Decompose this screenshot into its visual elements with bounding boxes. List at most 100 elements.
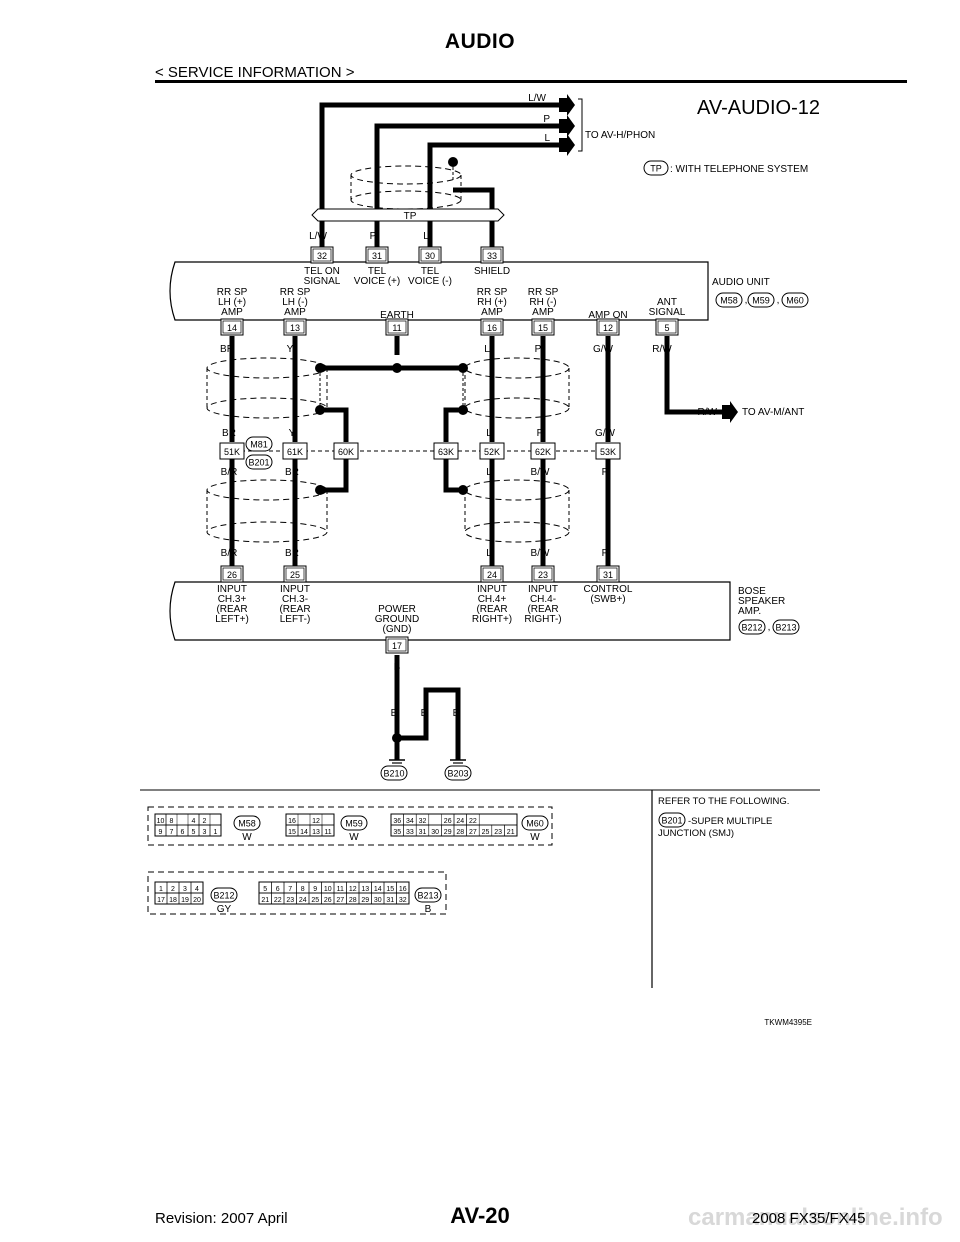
audio-upper-label1-30: TEL [421, 266, 440, 277]
conn-b213-row1-16: 16 [399, 886, 407, 893]
smj-up-wire-62K: P [537, 428, 544, 439]
conn-b212-row1-2: 2 [171, 886, 175, 893]
smj-down-wire-52K: L [486, 467, 492, 478]
conn-m58-cell [209, 824, 222, 837]
ground-pin-box [385, 636, 409, 654]
footer-model: 2008 FX35/FX45 [752, 1210, 866, 1227]
smj-down-wire-62K: B/W [531, 467, 550, 478]
shield-lower-right-bottom [464, 521, 570, 543]
amp-label4-24: RIGHT+) [472, 614, 512, 625]
audio-lower-label1-12: AMP ON [588, 310, 627, 321]
ground-b203-badge-badge [444, 765, 472, 781]
diagram-code: TKWM4395E [764, 1018, 812, 1027]
conn-m60-row2-27: 27 [469, 829, 477, 836]
conn-b213-row2-28: 28 [349, 897, 357, 904]
amp-wire-label-24: L [486, 548, 492, 559]
amp-label2-24: CH.4+ [478, 594, 507, 605]
audio-upper-pin-30-inner [420, 248, 440, 262]
conn-m59-row2-15: 15 [288, 829, 296, 836]
comma-2: , [777, 295, 780, 306]
conn-b212-row1-1: 1 [159, 886, 163, 893]
audio-unit-label: AUDIO UNIT [712, 277, 770, 288]
smj-up-wire-52K: L [486, 428, 492, 439]
page-title: AUDIO [444, 30, 516, 53]
amp-wire-label-31: P [602, 548, 609, 559]
shield-upper-left-top [206, 357, 328, 379]
amp-label3-24: (REAR [476, 604, 507, 615]
conn-b213-row2-23: 23 [286, 897, 294, 904]
smj-pin-60K: 60K [338, 447, 354, 457]
audio-upper-label1-31: TEL [368, 266, 387, 277]
amp-label2-26: CH.3+ [218, 594, 247, 605]
conn-b212-row2-17: 17 [157, 897, 165, 904]
audio-lower-label2-5: SIGNAL [649, 307, 686, 318]
amp-label-bose: BOSE [738, 586, 766, 597]
audio-lower-wire-16: L [484, 344, 490, 355]
audio-conn-m58-badge-text: M58 [720, 296, 738, 306]
audio-lower-label1-13: RR SP [280, 287, 311, 298]
amp-label1-23: INPUT [528, 584, 558, 595]
ground-b210-badge-badge-text: B210 [383, 769, 404, 779]
audio-upper-pin-32-number: 32 [317, 251, 327, 261]
arrow-p [559, 115, 575, 137]
audio-lower-pin-11-box [385, 318, 409, 336]
audio-conn-m59-badge [747, 292, 775, 308]
conn-b213-row1-6: 6 [276, 886, 280, 893]
audio-lower-label2-13: LH (-) [282, 297, 308, 308]
ant-wire [664, 336, 722, 415]
shield-upper-right-bottom [464, 397, 570, 419]
conn-m60-id-badge-text: M60 [526, 819, 544, 829]
smj-b201-badge-text: B201 [248, 458, 269, 468]
wire-p [374, 123, 560, 236]
smj-down-wire-53K: P [602, 467, 609, 478]
top-wire-lw: L/W [528, 93, 546, 104]
amp-pin-26-box [220, 565, 244, 583]
amp-label4-25: LEFT-) [280, 614, 311, 625]
conn-b212-cell [190, 892, 204, 905]
smj-pin-62K: 62K [535, 447, 551, 457]
audio-upper-pin-32-box [310, 246, 334, 264]
amp-label4-23: RIGHT-) [524, 614, 561, 625]
amp-conn-b212-badge-text: B212 [741, 623, 762, 633]
conn-b212-id-badge-text: B212 [213, 891, 234, 901]
audio-lower-pin-14-box [220, 318, 244, 336]
conn-m59-row2-13: 13 [312, 829, 320, 836]
conn-m58-row1-2: 2 [203, 818, 207, 825]
refer-desc2: JUNCTION (SMJ) [658, 828, 734, 839]
header-rule [155, 80, 907, 83]
amp-label3-25: (REAR [279, 604, 310, 615]
shield-lh-drain [320, 407, 349, 442]
diagram-id: AV-AUDIO-12 [697, 97, 820, 119]
conn-m60-row2-28: 28 [456, 829, 464, 836]
audio-conn-m58-badge [715, 292, 743, 308]
audio-lower-pin-13-inner [285, 320, 305, 334]
amp-pin-25-inner [285, 567, 305, 581]
conn-m58-row2-7: 7 [170, 829, 174, 836]
amp-pin-23-box [531, 565, 555, 583]
conn-b213-row1-5: 5 [263, 886, 267, 893]
conn-m60-color: W [530, 832, 540, 843]
audio-upper-pin-31-box [365, 246, 389, 264]
ground-wire-b-1: B [391, 708, 398, 719]
audio-upper-pin-31-number: 31 [372, 251, 382, 261]
conn-m58-row2-9: 9 [159, 829, 163, 836]
conn-b213-row1-12: 12 [349, 886, 357, 893]
wire-l [427, 142, 560, 236]
tp-legend-badge-text: TP [650, 164, 662, 174]
conn-b213-row1-14: 14 [374, 886, 382, 893]
audio-lower-pin-11-number: 11 [392, 323, 401, 333]
tp-bar [311, 208, 505, 222]
ground-label1: POWER [378, 604, 416, 615]
amp-pin-24-inner [482, 567, 502, 581]
conn-m59-color: W [349, 832, 359, 843]
amp-label-speaker: SPEAKER [738, 596, 785, 607]
shield-upper-right-top [464, 357, 570, 379]
conn-b213-row1-9: 9 [313, 886, 317, 893]
audio-lower-label2-16: RH (+) [477, 297, 507, 308]
audio-lower-wire-12: G/W [593, 344, 614, 355]
smj-m81-badge [245, 436, 273, 452]
audio-upper-pin-33-box [480, 246, 504, 264]
audio-lower-pin-16-inner [482, 320, 502, 334]
audio-lower-pin-11-inner [387, 320, 407, 334]
